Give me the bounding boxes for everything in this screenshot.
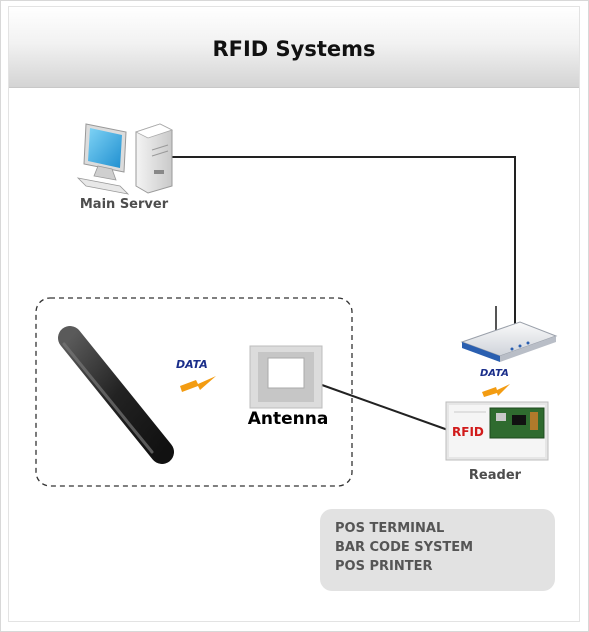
reader-label: Reader [468, 468, 522, 483]
header-bar: RFID Systems [9, 7, 579, 88]
antenna-icon [249, 345, 323, 409]
antenna-label: Antenna [247, 409, 329, 429]
reader-icon [445, 401, 549, 461]
reader-chip-label: RFID [452, 425, 484, 439]
info-line-pos-printer: POS PRINTER [335, 559, 433, 574]
lightning-icon [180, 376, 216, 392]
rfid-tag-icon [58, 326, 174, 464]
reader-lightning-icon [482, 384, 510, 397]
server-label: Main Server [79, 197, 169, 212]
info-line-barcode-system: BAR CODE SYSTEM [335, 540, 474, 555]
router-icon [460, 306, 558, 362]
network-cable [172, 156, 516, 330]
page-title: RFID Systems [212, 37, 376, 61]
data-label: DATA [176, 358, 208, 371]
tag-zone-outline [35, 297, 353, 487]
pos-info-box: POS TERMINAL BAR CODE SYSTEM POS PRINTER [320, 509, 555, 591]
computer-icon [76, 123, 174, 195]
reader-data-label: DATA [480, 368, 509, 379]
info-line-pos-terminal: POS TERMINAL [335, 521, 445, 536]
antenna-cable [321, 384, 449, 431]
